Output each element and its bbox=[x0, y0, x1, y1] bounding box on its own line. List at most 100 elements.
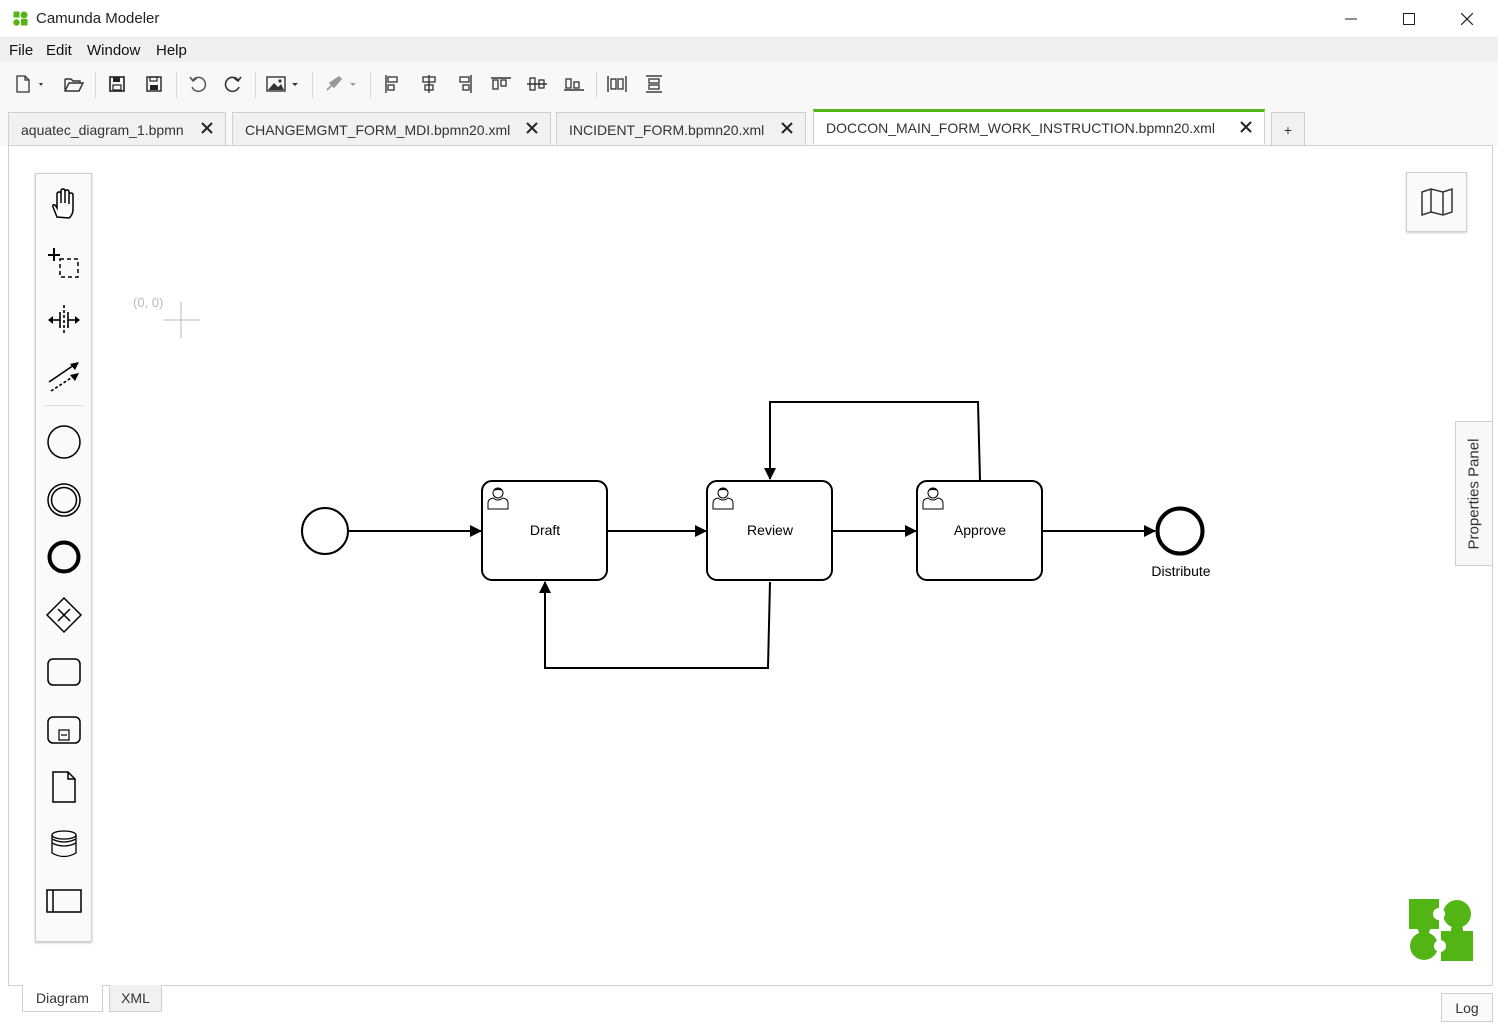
color-button[interactable] bbox=[322, 72, 360, 96]
align-top-button[interactable] bbox=[488, 72, 514, 96]
gateway-icon bbox=[45, 596, 83, 634]
align-bottom-icon bbox=[564, 78, 584, 91]
align-right-icon bbox=[459, 75, 472, 93]
create-gateway[interactable] bbox=[44, 595, 84, 635]
user-task-review[interactable]: Review bbox=[706, 480, 833, 581]
tab-close-icon[interactable] bbox=[201, 122, 213, 134]
user-icon bbox=[712, 487, 734, 510]
create-subprocess[interactable] bbox=[44, 710, 84, 750]
menu-window[interactable]: Window bbox=[87, 42, 141, 59]
hand-tool-icon bbox=[52, 188, 74, 219]
user-icon bbox=[922, 487, 944, 510]
data-object-icon bbox=[52, 771, 76, 803]
align-left-icon bbox=[385, 75, 398, 93]
save-icon bbox=[109, 76, 125, 92]
user-task-approve[interactable]: Approve bbox=[916, 480, 1043, 581]
task-label: Review bbox=[747, 522, 794, 538]
open-file-button[interactable] bbox=[61, 72, 87, 96]
lasso-tool-icon bbox=[48, 248, 79, 278]
tab-close-icon[interactable] bbox=[1240, 121, 1252, 133]
close-icon bbox=[1461, 13, 1473, 25]
tab-label: CHANGEMGMT_FORM_MDI.bpmn20.xml bbox=[245, 121, 511, 138]
end-event-icon bbox=[47, 540, 81, 574]
user-icon bbox=[487, 487, 509, 510]
log-button[interactable]: Log bbox=[1441, 993, 1493, 1022]
align-right-button[interactable] bbox=[452, 72, 478, 96]
hand-tool[interactable] bbox=[44, 184, 84, 224]
create-intermediate-event[interactable] bbox=[44, 480, 84, 520]
save-as-button[interactable] bbox=[141, 72, 167, 96]
data-store-icon bbox=[51, 830, 77, 858]
align-left-button[interactable] bbox=[379, 72, 405, 96]
align-middle-icon bbox=[527, 77, 547, 91]
maximize-icon bbox=[1403, 13, 1415, 25]
add-tab-button[interactable]: + bbox=[1271, 112, 1305, 146]
camunda-app-icon bbox=[13, 11, 28, 26]
tab-label: INCIDENT_FORM.bpmn20.xml bbox=[569, 121, 765, 138]
align-middle-button[interactable] bbox=[524, 72, 550, 96]
redo-button[interactable] bbox=[220, 72, 246, 96]
create-participant[interactable] bbox=[44, 881, 84, 921]
export-image-button[interactable] bbox=[264, 72, 302, 96]
tab-changemgmt-form[interactable]: CHANGEMGMT_FORM_MDI.bpmn20.xml bbox=[232, 112, 551, 146]
subprocess-icon bbox=[47, 716, 81, 744]
create-start-event[interactable] bbox=[44, 422, 84, 462]
menu-file[interactable]: File bbox=[9, 42, 34, 59]
space-tool-icon bbox=[48, 305, 80, 335]
tab-incident-form[interactable]: INCIDENT_FORM.bpmn20.xml bbox=[556, 112, 806, 146]
save-button[interactable] bbox=[104, 72, 130, 96]
align-center-button[interactable] bbox=[416, 72, 442, 96]
save-as-icon bbox=[146, 76, 162, 92]
export-image-icon bbox=[266, 76, 298, 92]
tab-diagram-view[interactable]: Diagram bbox=[22, 985, 103, 1012]
menu-help[interactable]: Help bbox=[156, 42, 187, 59]
maximize-button[interactable] bbox=[1386, 4, 1432, 34]
tab-close-icon[interactable] bbox=[526, 122, 538, 134]
map-icon bbox=[1420, 187, 1453, 217]
distribute-horizontal-button[interactable] bbox=[604, 72, 630, 96]
tab-doccon-main-form[interactable]: DOCCON_MAIN_FORM_WORK_INSTRUCTION.bpmn20… bbox=[813, 109, 1265, 144]
properties-panel-label: Properties Panel bbox=[1465, 438, 1483, 549]
distribute-horizontal-icon bbox=[607, 76, 627, 92]
file-tabs: aquatec_diagram_1.bpmn CHANGEMGMT_FORM_M… bbox=[0, 106, 1498, 146]
tab-close-icon[interactable] bbox=[781, 122, 793, 134]
close-window-button[interactable] bbox=[1444, 4, 1490, 34]
tool-palette bbox=[35, 173, 92, 942]
minimize-button[interactable] bbox=[1328, 4, 1374, 34]
new-file-button[interactable] bbox=[12, 72, 48, 96]
menu-edit[interactable]: Edit bbox=[46, 42, 72, 59]
properties-panel-toggle[interactable]: Properties Panel bbox=[1455, 421, 1492, 566]
create-task[interactable] bbox=[44, 652, 84, 692]
sequence-flow-approve-review[interactable] bbox=[764, 401, 981, 481]
space-tool[interactable] bbox=[44, 300, 84, 340]
align-bottom-button[interactable] bbox=[561, 72, 587, 96]
origin-label: (0, 0) bbox=[133, 295, 164, 310]
align-top-icon bbox=[491, 77, 511, 90]
sequence-flows bbox=[348, 401, 1156, 669]
tab-aquatec-diagram[interactable]: aquatec_diagram_1.bpmn bbox=[8, 112, 226, 146]
global-connect-icon bbox=[48, 362, 79, 392]
title-bar: Camunda Modeler bbox=[0, 0, 1498, 38]
user-task-draft[interactable]: Draft bbox=[481, 480, 608, 581]
start-event[interactable] bbox=[301, 507, 349, 555]
intermediate-event-icon bbox=[47, 483, 81, 517]
end-event-distribute[interactable]: Distribute bbox=[1151, 506, 1211, 580]
task-label: Draft bbox=[530, 522, 560, 538]
create-data-store[interactable] bbox=[44, 824, 84, 864]
lasso-tool[interactable] bbox=[44, 241, 84, 281]
tab-xml-view[interactable]: XML bbox=[109, 985, 162, 1012]
distribute-vertical-icon bbox=[646, 75, 662, 93]
task-icon bbox=[47, 658, 81, 686]
create-end-event[interactable] bbox=[44, 537, 84, 577]
end-event-label: Distribute bbox=[1151, 563, 1210, 579]
start-event-icon bbox=[47, 425, 81, 459]
sequence-flow-review-draft[interactable] bbox=[539, 581, 771, 669]
create-data-object[interactable] bbox=[44, 767, 84, 807]
color-brush-icon bbox=[326, 75, 356, 91]
global-connect-tool[interactable] bbox=[44, 356, 84, 396]
undo-button[interactable] bbox=[185, 72, 211, 96]
distribute-vertical-button[interactable] bbox=[641, 72, 667, 96]
minimap-toggle-button[interactable] bbox=[1406, 172, 1467, 232]
tab-label: aquatec_diagram_1.bpmn bbox=[21, 121, 184, 138]
